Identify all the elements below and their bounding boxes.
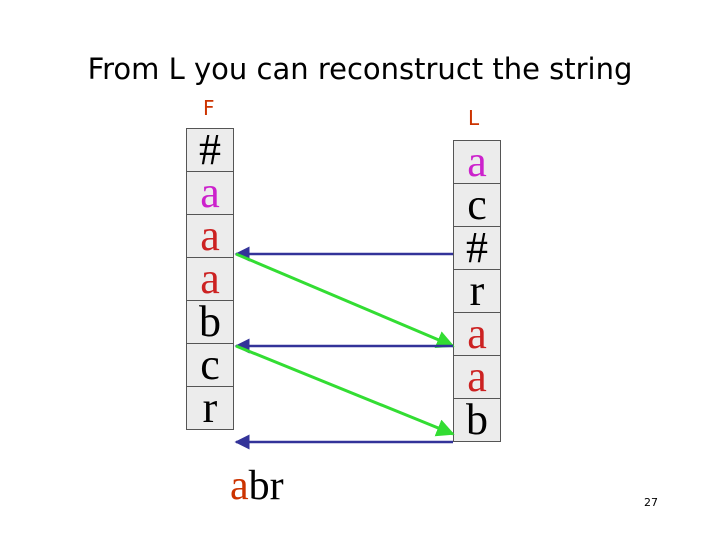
reconstructed-string: abr (230, 462, 284, 510)
l-column-cell: a (453, 312, 501, 356)
l-column-header: L (468, 106, 480, 130)
l-column-cell: r (453, 269, 501, 313)
f-column-cell: r (186, 386, 234, 430)
f-column-cell: # (186, 128, 234, 172)
l-column-cell: # (453, 226, 501, 270)
l-column-cell: b (453, 398, 501, 442)
l-column-cell: c (453, 183, 501, 227)
f-column-cell: a (186, 214, 234, 258)
f-column-cell: b (186, 300, 234, 344)
page-title: From L you can reconstruct the string (87, 52, 633, 86)
arrow-f-a-to-l-a (235, 252, 455, 348)
page-number: 27 (644, 496, 658, 509)
f-column-cell: a (186, 257, 234, 301)
l-column-cell: a (453, 355, 501, 399)
f-column-cell: c (186, 343, 234, 387)
result-rest: br (248, 463, 284, 509)
result-first-letter: a (230, 463, 249, 509)
arrow-f-b-to-l-b (235, 344, 455, 437)
f-column-header: F (203, 96, 215, 120)
